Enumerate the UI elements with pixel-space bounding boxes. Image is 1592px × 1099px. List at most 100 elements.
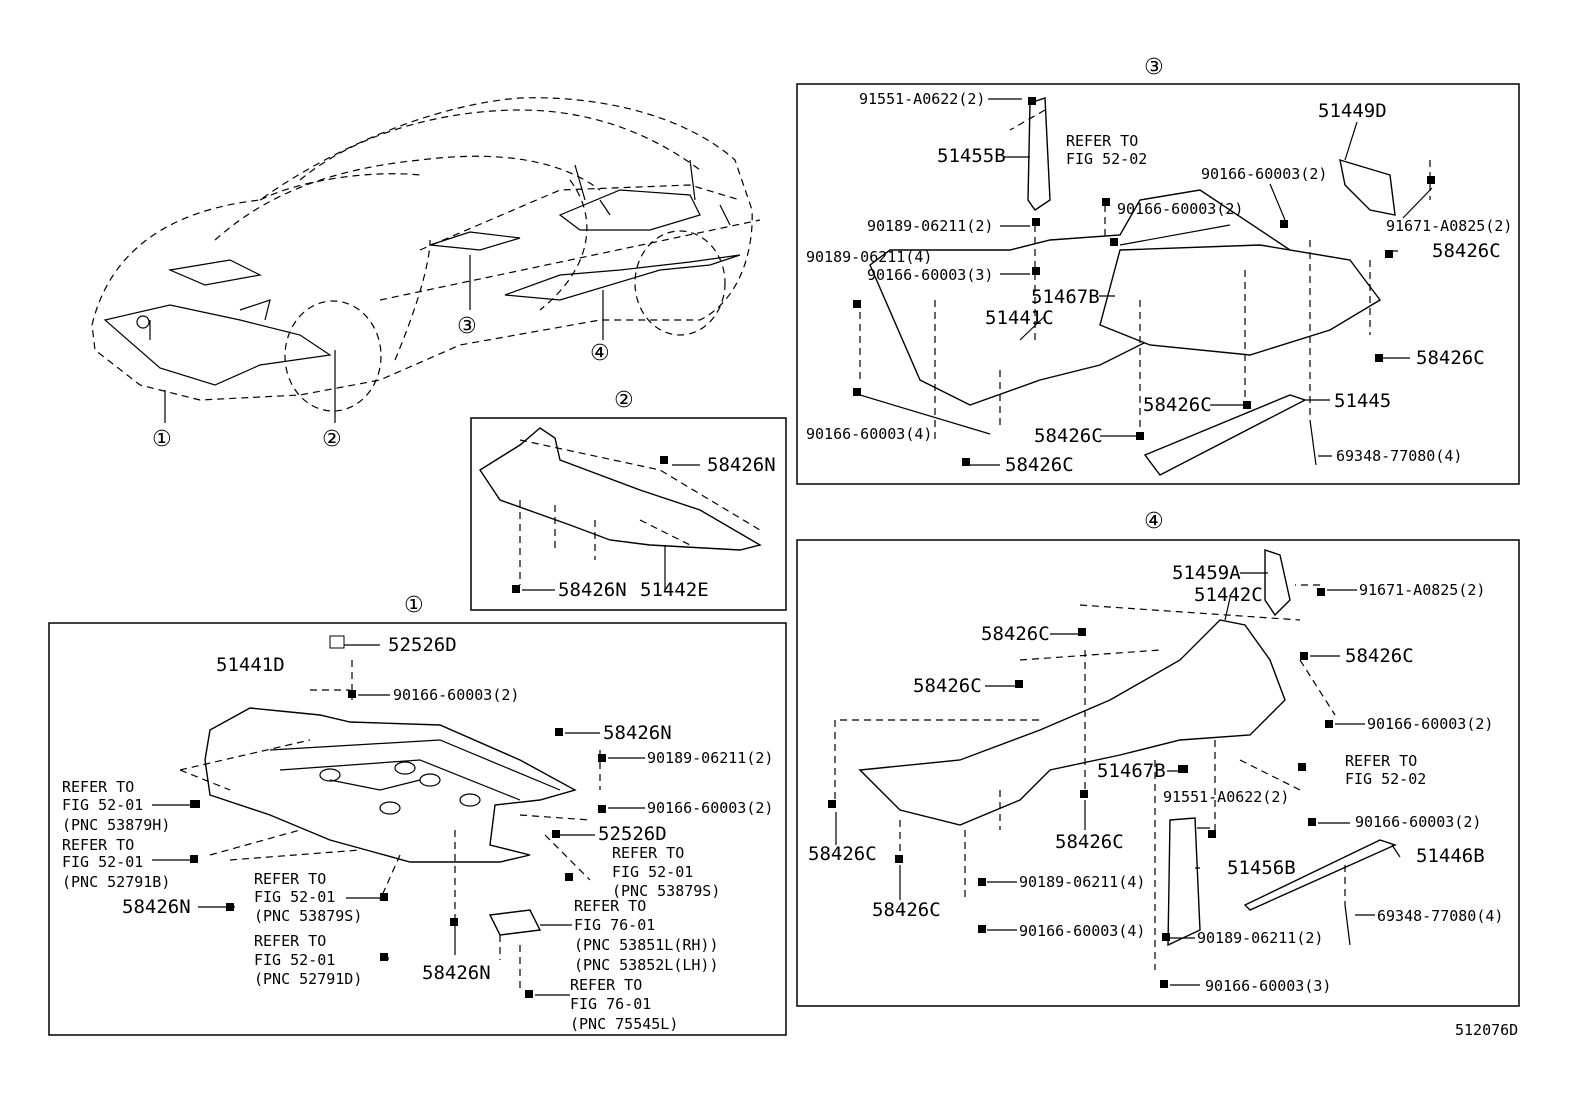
p4-label-90166-4: 90166-60003(4) — [1019, 922, 1145, 940]
p4-label-58426C-c: 58426C — [1345, 645, 1414, 667]
p1-label-58426N-c: 58426N — [422, 962, 491, 984]
panel1-title: ① — [404, 593, 424, 618]
svg-text:(PNC 75545L): (PNC 75545L) — [570, 1015, 678, 1033]
panel4-title: ④ — [1144, 509, 1164, 534]
panel4-drawing — [828, 549, 1397, 988]
p2-label-58426N-bottom: 58426N — [558, 579, 627, 601]
p4-label-90189-4: 90189-06211(4) — [1019, 873, 1145, 891]
p1-label-90166-2b: 90166-60003(2) — [647, 799, 773, 817]
p3-label-90166-3: 90166-60003(3) — [867, 266, 993, 284]
panel1-frame — [48, 622, 787, 1036]
p4-label-90166-2b: 90166-60003(2) — [1355, 813, 1481, 831]
svg-text:(PNC 53879H): (PNC 53879H) — [62, 816, 170, 834]
svg-text:(PNC 53879S): (PNC 53879S) — [254, 907, 362, 925]
p4-label-90166-3: 90166-60003(3) — [1205, 977, 1331, 995]
panel3-drawing — [853, 97, 1435, 476]
p3-label-69348: 69348-77080(4) — [1336, 447, 1462, 465]
svg-text:(PNC 52791D): (PNC 52791D) — [254, 970, 362, 988]
p1-ref-53851L: REFER TO FIG 76-01 (PNC 53851L(RH)) (PNC… — [574, 897, 719, 974]
svg-text:REFER TO: REFER TO — [62, 778, 134, 796]
callout-3: ③ — [457, 314, 477, 339]
p1-ref-52791D: REFER TO FIG 52-01 (PNC 52791D) — [254, 932, 362, 988]
p4-label-69348: 69348-77080(4) — [1377, 907, 1503, 925]
p4-label-90166-2a: 90166-60003(2) — [1367, 715, 1493, 733]
panel4-frame — [796, 539, 1520, 1007]
svg-text:FIG 76-01: FIG 76-01 — [570, 995, 651, 1013]
p3-label-90189-2: 90189-06211(2) — [867, 217, 993, 235]
p4-label-58426C-e: 58426C — [808, 843, 877, 865]
p3-label-90189-4: 90189-06211(4) — [806, 248, 932, 266]
p4-label-58426C-a: 58426C — [981, 623, 1050, 645]
p3-label-91551: 91551-A0622(2) — [859, 90, 985, 108]
p1-label-52526D-top: 52526D — [388, 634, 457, 656]
panel2-frame — [470, 417, 787, 611]
svg-text:REFER TO: REFER TO — [612, 844, 684, 862]
diagram-code: 512076D — [1455, 1021, 1518, 1039]
panel1-drawing — [179, 635, 606, 998]
callout-2: ② — [322, 427, 342, 452]
p2-label-58426N-top: 58426N — [707, 454, 776, 476]
p3-label-90166-2b: 90166-60003(2) — [1117, 200, 1243, 218]
svg-text:REFER TO: REFER TO — [62, 836, 134, 854]
svg-text:REFER TO: REFER TO — [254, 932, 326, 950]
svg-text:FIG 52-01: FIG 52-01 — [62, 853, 143, 871]
p3-label-58426C-a: 58426C — [1005, 454, 1074, 476]
p3-label-58426C-e: 58426C — [1416, 347, 1485, 369]
p3-label-51455B: 51455B — [937, 145, 1006, 167]
p3-label-51467B: 51467B — [1031, 286, 1100, 308]
p2-label-51442E: 51442E — [640, 579, 709, 601]
p4-ref-line2: FIG 52-02 — [1345, 770, 1426, 788]
p1-label-52526D-b: 52526D — [598, 823, 667, 845]
svg-text:REFER TO: REFER TO — [570, 976, 642, 994]
callout-4: ④ — [590, 341, 610, 366]
p4-label-91551: 91551-A0622(2) — [1163, 788, 1289, 806]
p4-label-51446B: 51446B — [1416, 845, 1485, 867]
panel2-title: ② — [614, 388, 634, 413]
p4-label-51442C: 51442C — [1194, 584, 1263, 606]
svg-text:(PNC 53851L(RH)): (PNC 53851L(RH)) — [574, 936, 719, 954]
car-overview — [91, 97, 761, 412]
p4-label-58426C-f: 58426C — [872, 899, 941, 921]
svg-text:FIG 52-01: FIG 52-01 — [62, 796, 143, 814]
p3-label-91671: 91671-A0825(2) — [1386, 217, 1512, 235]
svg-text:FIG 52-01: FIG 52-01 — [254, 951, 335, 969]
p3-label-90166-4: 90166-60003(4) — [806, 425, 932, 443]
svg-text:FIG 76-01: FIG 76-01 — [574, 916, 655, 934]
svg-text:REFER TO: REFER TO — [254, 870, 326, 888]
svg-text:FIG 52-01: FIG 52-01 — [612, 863, 693, 881]
p4-label-58426C-b: 58426C — [913, 675, 982, 697]
p3-label-58426C-d: 58426C — [1432, 240, 1501, 262]
p1-ref-53879H: REFER TO FIG 52-01 (PNC 53879H) — [62, 778, 170, 834]
p3-label-51441C: 51441C — [985, 307, 1054, 329]
p1-ref-75545L: REFER TO FIG 76-01 (PNC 75545L) — [570, 976, 678, 1033]
p3-label-51449D: 51449D — [1318, 100, 1387, 122]
p4-ref-line1: REFER TO — [1345, 752, 1417, 770]
p4-label-51459A: 51459A — [1172, 562, 1241, 584]
panel3-title: ③ — [1144, 55, 1164, 80]
p3-label-90166-2a: 90166-60003(2) — [1201, 165, 1327, 183]
p1-label-58426N-a: 58426N — [603, 722, 672, 744]
p3-label-58426C-c: 58426C — [1143, 394, 1212, 416]
p3-ref-line2: FIG 52-02 — [1066, 150, 1147, 168]
svg-text:FIG 52-01: FIG 52-01 — [254, 888, 335, 906]
panel2-drawing — [479, 427, 762, 593]
p1-ref-52791B: REFER TO FIG 52-01 (PNC 52791B) — [62, 836, 170, 891]
callout-1: ① — [152, 427, 172, 452]
p1-ref-53879S-b: REFER TO FIG 52-01 (PNC 53879S) — [612, 844, 720, 900]
p1-label-90166-2a: 90166-60003(2) — [393, 686, 519, 704]
svg-text:(PNC 53852L(LH)): (PNC 53852L(LH)) — [574, 956, 719, 974]
p1-label-90189-2: 90189-06211(2) — [647, 749, 773, 767]
p4-label-58426C-d: 58426C — [1055, 831, 1124, 853]
p1-label-51441D: 51441D — [216, 654, 285, 676]
p4-label-51467B: 51467B — [1097, 760, 1166, 782]
svg-text:REFER TO: REFER TO — [574, 897, 646, 915]
panel3-frame — [796, 83, 1520, 485]
p3-label-51445: 51445 — [1334, 390, 1391, 412]
svg-text:(PNC 52791B): (PNC 52791B) — [62, 873, 170, 891]
p1-label-58426N-b: 58426N — [122, 896, 191, 918]
p3-label-58426C-b: 58426C — [1034, 425, 1103, 447]
p1-ref-53879S-a: REFER TO FIG 52-01 (PNC 53879S) — [254, 870, 362, 925]
p3-ref-line1: REFER TO — [1066, 132, 1138, 150]
p4-label-91671: 91671-A0825(2) — [1359, 581, 1485, 599]
